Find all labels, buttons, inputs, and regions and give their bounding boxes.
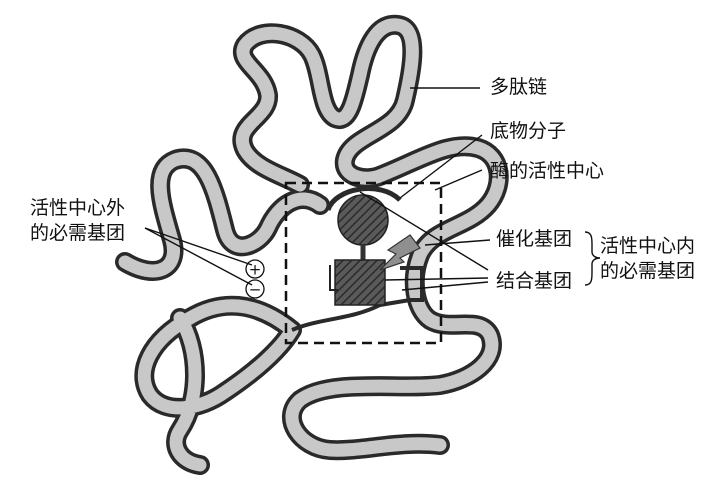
label-polypeptide: 多肽链	[490, 76, 548, 98]
label-binding-group: 结合基团	[496, 270, 573, 292]
svg-text:−: −	[249, 281, 262, 299]
binding-group-right	[400, 266, 424, 302]
polypeptide-chain	[125, 25, 499, 465]
label-active-center: 酶的活性中心	[490, 160, 605, 182]
substrate-molecule	[329, 194, 389, 306]
svg-text:+: +	[249, 261, 262, 279]
label-inside-group: 活性中心内 的必需基团	[600, 235, 696, 282]
active-center-box	[284, 181, 443, 345]
binding-arc-top	[325, 186, 402, 212]
label-catalytic-group: 催化基团	[496, 228, 573, 250]
leader-lines	[144, 87, 601, 291]
label-substrate: 底物分子	[490, 120, 567, 142]
label-outside-group: 活性中心外 的必需基团	[30, 197, 126, 244]
charge-plus: +	[245, 259, 265, 279]
catalytic-group	[379, 234, 421, 271]
